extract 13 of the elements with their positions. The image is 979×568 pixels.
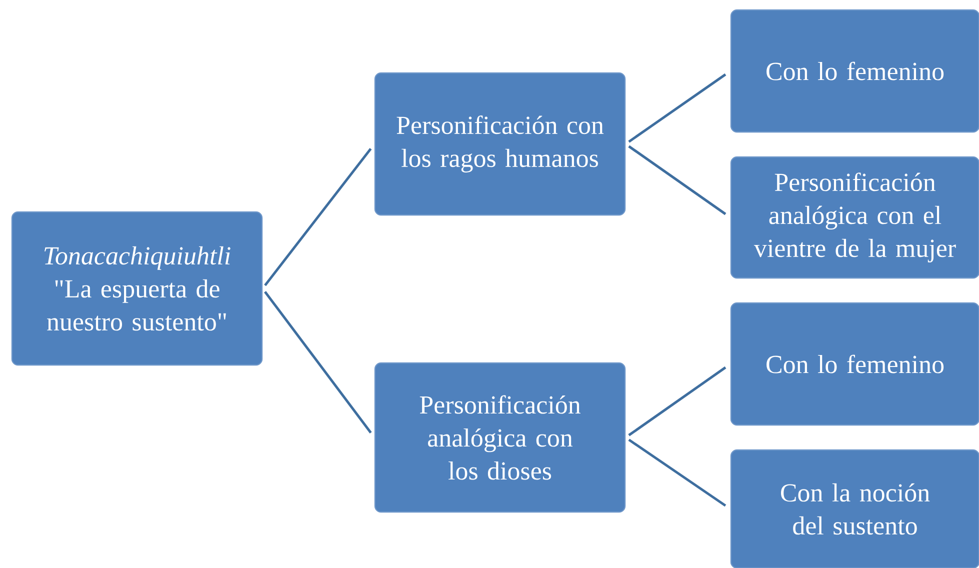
connector-line — [628, 438, 726, 507]
process-box: Personificación analógica con el vientre de la mujer — [730, 156, 979, 279]
connector-line — [264, 290, 372, 434]
process-box: Con lo femenino — [730, 9, 979, 133]
process-box: Tonacachiquiuhtli "La espuerta de nuestro sustento" — [11, 211, 263, 366]
process-box: Personificación con los ragos humanos — [374, 72, 626, 216]
connector-line — [264, 148, 372, 286]
connector-line — [628, 145, 726, 216]
process-box: Personificación analógica con los dioses — [374, 362, 626, 513]
process-box: Con la noción del sustento — [730, 449, 979, 568]
connector-line — [628, 73, 726, 143]
process-box: Con lo femenino — [730, 302, 979, 426]
connector-line — [628, 366, 726, 436]
